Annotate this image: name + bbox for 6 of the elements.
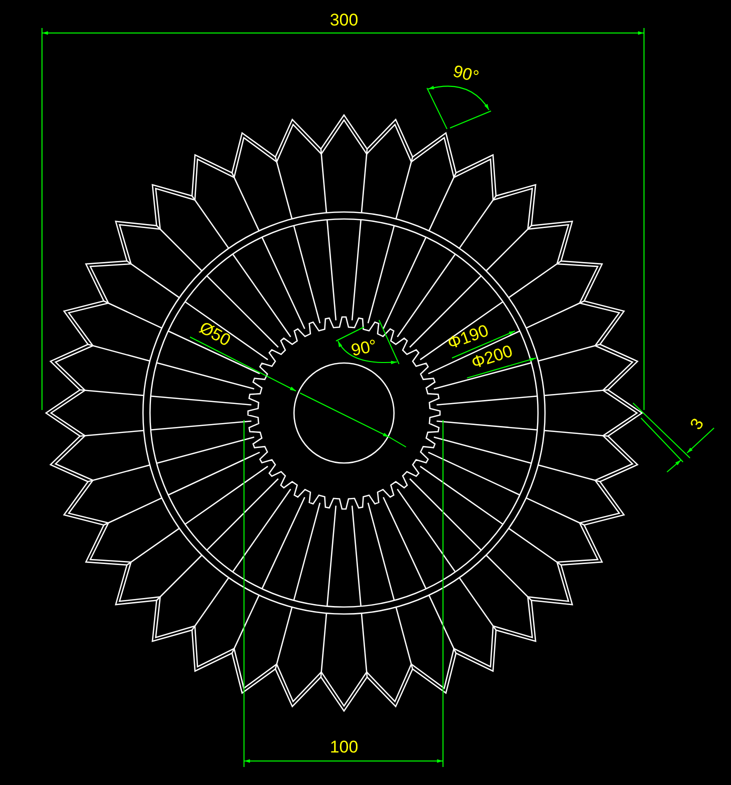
dimension-label: 90° — [451, 62, 481, 86]
dimension-label: 300 — [330, 12, 358, 28]
dimension-label: Ø50 — [196, 318, 234, 350]
dimension-label: 100 — [330, 738, 358, 756]
dimension-label: 3 — [687, 416, 707, 432]
dimension-label: 90° — [350, 337, 378, 359]
